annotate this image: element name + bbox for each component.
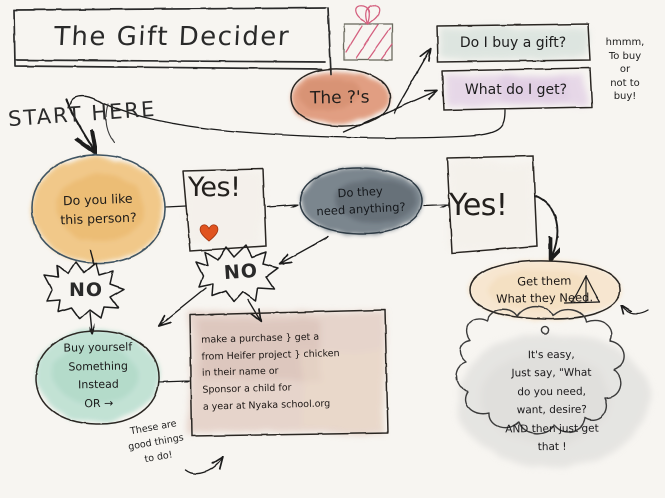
- decision-need-anything-label: Do they need anything?: [316, 183, 407, 219]
- outcome-buy-yourself-label: Buy yourself Something Instead OR →: [63, 340, 132, 410]
- answer-no-1-label: NO: [68, 279, 104, 302]
- outcome-get-them-label: Get them What they Need.: [496, 273, 594, 306]
- answer-yes-2-label: Yes!: [449, 187, 508, 223]
- outcome-charity-label: make a purchase } get a from Heifer proj…: [200, 331, 340, 413]
- heart-icon: [199, 224, 219, 242]
- question-buy-a-gift-label: Do I buy a gift?: [459, 35, 567, 51]
- hmmm-aside-text: hmmm, To buy or not to buy!: [605, 37, 645, 102]
- hmmm-aside-note: hmmm, To buy or not to buy!: [589, 36, 661, 108]
- answer-no-2[interactable]: NO: [204, 250, 278, 296]
- good-things-note: These are good things to do!: [103, 418, 209, 465]
- good-things-note-text: These are good things to do!: [127, 418, 185, 466]
- answer-yes-1[interactable]: Yes!: [182, 170, 264, 248]
- question-what-do-i-get-label: What do I get?: [464, 82, 568, 98]
- page-title: The Gift Decider: [14, 8, 330, 68]
- outcome-charity-options[interactable]: make a purchase } get a from Heifer proj…: [188, 310, 388, 435]
- decision-like-person-label: Do you like this person?: [59, 191, 137, 228]
- title-text: The Gift Decider: [53, 22, 291, 53]
- decision-do-you-like-this-person[interactable]: Do you like this person?: [27, 155, 169, 265]
- gift-box-icon: [343, 5, 393, 61]
- answer-yes-1-label: Yes!: [188, 172, 241, 203]
- questions-oval-label: The ?'s: [310, 87, 370, 109]
- decision-do-they-need-anything[interactable]: Do they need anything?: [299, 167, 423, 235]
- answer-yes-2[interactable]: Yes!: [445, 158, 537, 252]
- outcome-buy-yourself-something[interactable]: Buy yourself Something Instead OR →: [33, 330, 163, 422]
- start-here-text: START HERE: [7, 96, 158, 132]
- answer-no-1[interactable]: NO: [50, 268, 122, 314]
- question-buy-a-gift[interactable]: Do I buy a gift?: [437, 27, 589, 59]
- start-here-label: START HERE: [7, 92, 198, 136]
- easy-advice-cloud: It's easy, Just say, "What do you need, …: [452, 330, 652, 472]
- outcome-get-them-what-they-need[interactable]: Get them What they Need.: [467, 262, 622, 318]
- questions-oval[interactable]: The ?'s: [286, 70, 394, 126]
- easy-advice-text: It's easy, Just say, "What do you need, …: [505, 348, 600, 453]
- question-what-do-i-get[interactable]: What do I get?: [443, 74, 589, 106]
- answer-no-2-label: NO: [223, 259, 259, 285]
